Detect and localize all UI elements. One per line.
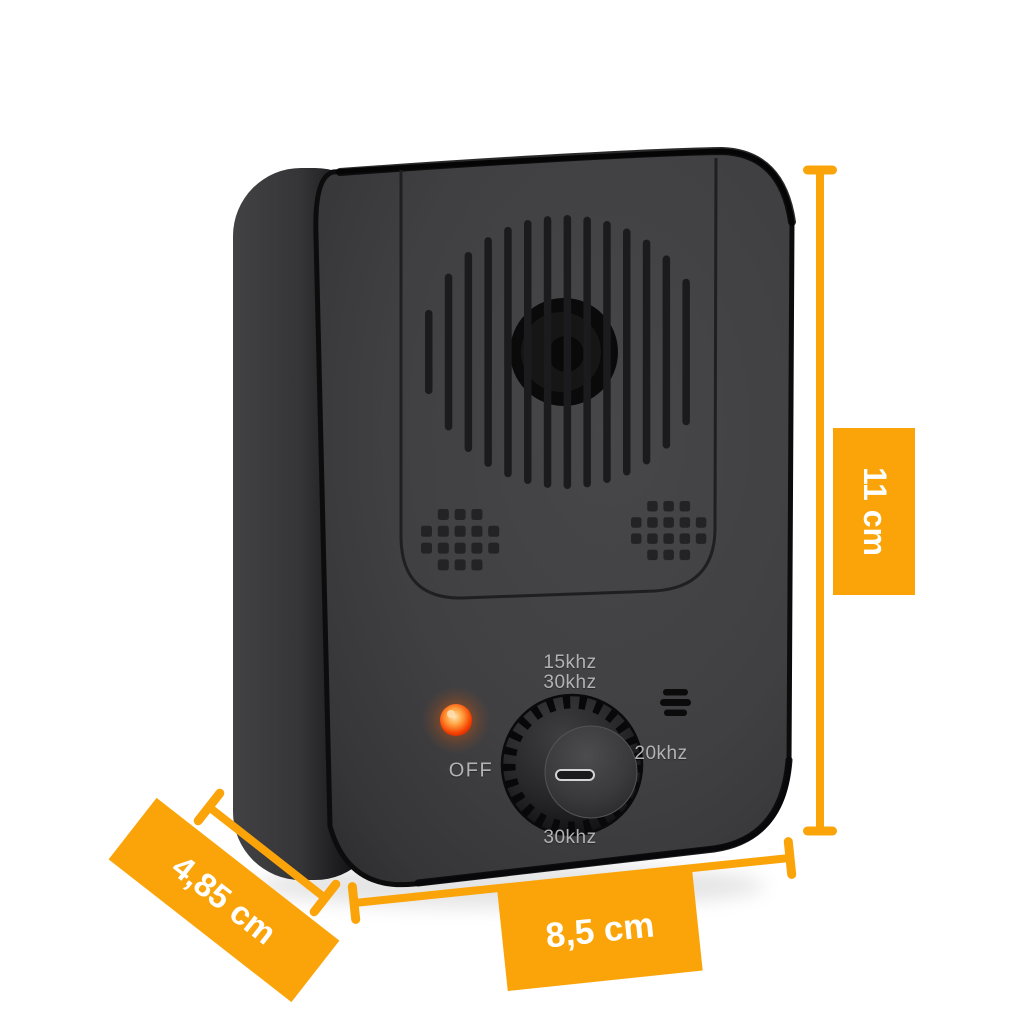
grille-slat <box>662 255 671 449</box>
grille-slat <box>563 215 572 489</box>
vent-hole <box>679 501 691 512</box>
vent-hole <box>647 533 658 544</box>
knob-label-20khz: 20khz <box>634 743 688 764</box>
ventilation-grid-left <box>421 509 500 571</box>
vent-hole <box>437 509 449 520</box>
vent-hole <box>437 559 449 571</box>
ventilation-grid-right <box>631 501 707 561</box>
grille-slat <box>484 237 492 467</box>
vent-hole <box>488 525 500 537</box>
vent-hole <box>421 542 432 554</box>
vent-hole <box>454 509 466 520</box>
grille-slat <box>543 216 552 488</box>
frequency-knob <box>500 693 644 837</box>
vent-hole <box>679 533 691 544</box>
vent-hole <box>454 542 466 554</box>
vent-hole <box>631 517 642 528</box>
vent-hole <box>471 542 483 554</box>
vent-hole <box>471 509 483 520</box>
width-dimension-label: 8,5 cm <box>497 871 703 991</box>
grille-slat <box>464 252 473 452</box>
grille-slat <box>642 239 651 465</box>
vent-hole <box>695 533 707 544</box>
vent-hole <box>631 533 642 544</box>
vent-hole <box>679 517 691 528</box>
grille-slat <box>682 278 690 426</box>
vent-hole <box>663 517 674 528</box>
vent-hole <box>437 525 449 537</box>
grille-slat <box>603 221 611 483</box>
vent-hole <box>454 559 466 571</box>
height-dimension-line <box>816 170 824 832</box>
power-led <box>422 686 490 754</box>
height-dimension-cap-bottom <box>803 826 837 836</box>
speaker-panel-seam <box>399 157 718 600</box>
vent-hole <box>454 525 466 537</box>
device-top-edge <box>336 146 796 226</box>
grille-slat <box>583 216 591 488</box>
device-bottom-edge <box>414 756 793 887</box>
vent-hole <box>679 549 691 561</box>
speaker-grille <box>425 215 690 489</box>
height-dimension-text: 11 cm <box>856 467 893 556</box>
vent-hole <box>437 542 449 554</box>
mic-icon <box>660 689 691 716</box>
knob-label-30khz-top: 30khz <box>543 672 597 693</box>
vent-hole <box>663 549 674 561</box>
knob-indicator <box>555 769 595 781</box>
height-dimension-label: 11 cm <box>833 428 915 595</box>
vent-hole <box>663 533 674 544</box>
vent-hole <box>471 559 483 571</box>
knob-label-off: OFF <box>448 759 494 782</box>
grille-slat <box>425 309 433 395</box>
vent-hole <box>471 525 483 537</box>
vent-hole <box>695 517 707 528</box>
knob-label-30khz-bottom: 30khz <box>543 827 597 848</box>
knob-label-15khz: 15khz <box>543 652 597 673</box>
grille-slat <box>444 273 453 431</box>
vent-hole <box>663 501 674 512</box>
vent-hole <box>647 549 658 561</box>
vent-hole <box>488 542 500 554</box>
grille-slat <box>623 228 631 476</box>
vent-hole <box>647 517 658 528</box>
grille-slat <box>504 226 512 478</box>
height-dimension-cap-top <box>803 165 837 175</box>
vent-hole <box>647 501 658 512</box>
vent-hole <box>421 525 432 537</box>
grille-slat <box>524 219 532 485</box>
